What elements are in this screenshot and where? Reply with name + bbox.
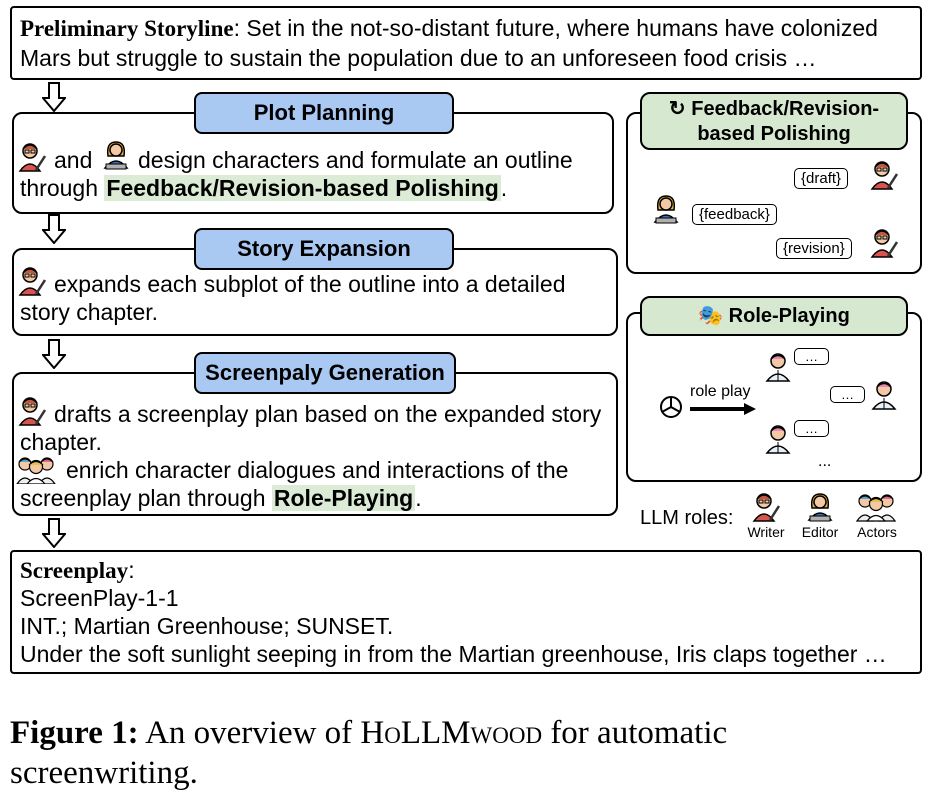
feedback-revision-highlight: Feedback/Revision-based Polishing: [104, 175, 501, 201]
more-actors-ellipsis: ...: [818, 453, 832, 470]
writer-icon: [870, 228, 898, 258]
caption-post: for automatic: [550, 715, 728, 751]
writer-icon: [752, 492, 780, 522]
feedback-panel-title: ↻ Feedback/Revision- based Polishing: [640, 92, 908, 150]
storyline-line2: Mars but struggle to sustain the populat…: [20, 45, 817, 71]
legend-editor: Editor: [801, 524, 839, 540]
storyline-line1: Preliminary Storyline: Set in the not-so…: [20, 14, 878, 43]
feedback-title-line2: based Polishing: [697, 123, 851, 145]
openai-logo-icon: [660, 396, 682, 418]
screenplay-box: [10, 550, 922, 674]
writer-icon: [18, 396, 46, 426]
role-play-label: role play: [690, 383, 751, 400]
actors-icon: [856, 490, 896, 522]
plot-planning-line2: through Feedback/Revision-based Polishin…: [20, 174, 507, 202]
role-play-arrow-icon: [690, 403, 756, 415]
caption-figure-label: Figure 1:: [10, 715, 139, 751]
storyline-label: Preliminary Storyline: [20, 16, 234, 41]
screenplay-line2: INT.; Martian Greenhouse; SUNSET.: [20, 613, 394, 639]
actor-icon: [764, 424, 792, 454]
screenplay-line1: ScreenPlay-1-1: [20, 585, 179, 611]
screenplay-gen-line2: chapter.: [20, 429, 102, 455]
theater-masks-icon: 🎭: [698, 305, 724, 327]
plot-planning-and: and: [54, 147, 93, 173]
actor-bubble-2: …: [830, 386, 865, 403]
screenplay-colon: :: [128, 557, 135, 583]
actor-bubble-1: …: [794, 348, 829, 365]
caption-name: HoLLMwood: [360, 715, 543, 751]
screenplay-line3: Under the soft sunlight seeping in from …: [20, 641, 887, 667]
roleplay-title: Role-Playing: [728, 305, 850, 327]
writer-icon: [870, 160, 898, 190]
feedback-bubble: {feedback}: [692, 204, 777, 225]
editor-icon: [652, 194, 680, 224]
screenplay-gen-through: screenplay plan through: [20, 485, 266, 511]
plot-planning-period: .: [500, 175, 508, 201]
roleplay-panel-title: 🎭 Role-Playing: [640, 296, 908, 336]
story-expansion-line2: story chapter.: [20, 299, 159, 325]
plot-planning-title: Plot Planning: [194, 92, 454, 134]
down-arrow-icon: [42, 518, 66, 548]
screenplay-generation-title: Screenpaly Generation: [194, 352, 456, 394]
editor-icon: [102, 140, 130, 170]
actor-icon: [870, 380, 898, 410]
story-expansion-title: Story Expansion: [194, 228, 454, 270]
actors-icon: [16, 454, 56, 484]
refresh-icon: ↻: [668, 98, 686, 120]
plot-planning-line1: design characters and formulate an outli…: [138, 147, 573, 173]
screenplay-label: Screenplay: [20, 558, 129, 583]
role-playing-highlight: Role-Playing: [271, 485, 416, 511]
storyline-text1: : Set in the not-so-distant future, wher…: [233, 15, 878, 41]
screenplay-gen-line4: screenplay plan through Role-Playing.: [20, 484, 422, 512]
editor-icon: [806, 492, 834, 522]
legend-actors: Actors: [857, 524, 897, 540]
screenplay-gen-period: .: [415, 485, 422, 511]
screenplay-heading: Screenplay:: [20, 556, 135, 585]
actor-bubble-3: …: [794, 420, 829, 437]
feedback-title-line1: Feedback/Revision-: [691, 98, 880, 120]
screenplay-gen-line1: drafts a screenplay plan based on the ex…: [54, 401, 602, 427]
legend-label: LLM roles:: [640, 507, 734, 529]
storyline-box: [10, 6, 922, 80]
down-arrow-icon: [42, 339, 66, 369]
screenplay-gen-line3: enrich character dialogues and interacti…: [66, 457, 569, 483]
writer-icon: [18, 266, 46, 296]
down-arrow-icon: [42, 82, 66, 112]
down-arrow-icon: [42, 214, 66, 244]
caption-line2: screenwriting.: [10, 755, 198, 791]
story-expansion-line1: expands each subplot of the outline into…: [54, 271, 566, 297]
caption-pre: An overview of: [145, 715, 353, 751]
actor-icon: [764, 352, 792, 382]
revision-bubble: {revision}: [776, 238, 852, 259]
figure-caption: Figure 1: An overview of HoLLMwood for a…: [10, 713, 900, 793]
legend-writer: Writer: [747, 524, 785, 540]
writer-icon: [18, 142, 46, 172]
draft-bubble: {draft}: [794, 168, 849, 189]
plot-planning-through: through: [20, 175, 99, 201]
